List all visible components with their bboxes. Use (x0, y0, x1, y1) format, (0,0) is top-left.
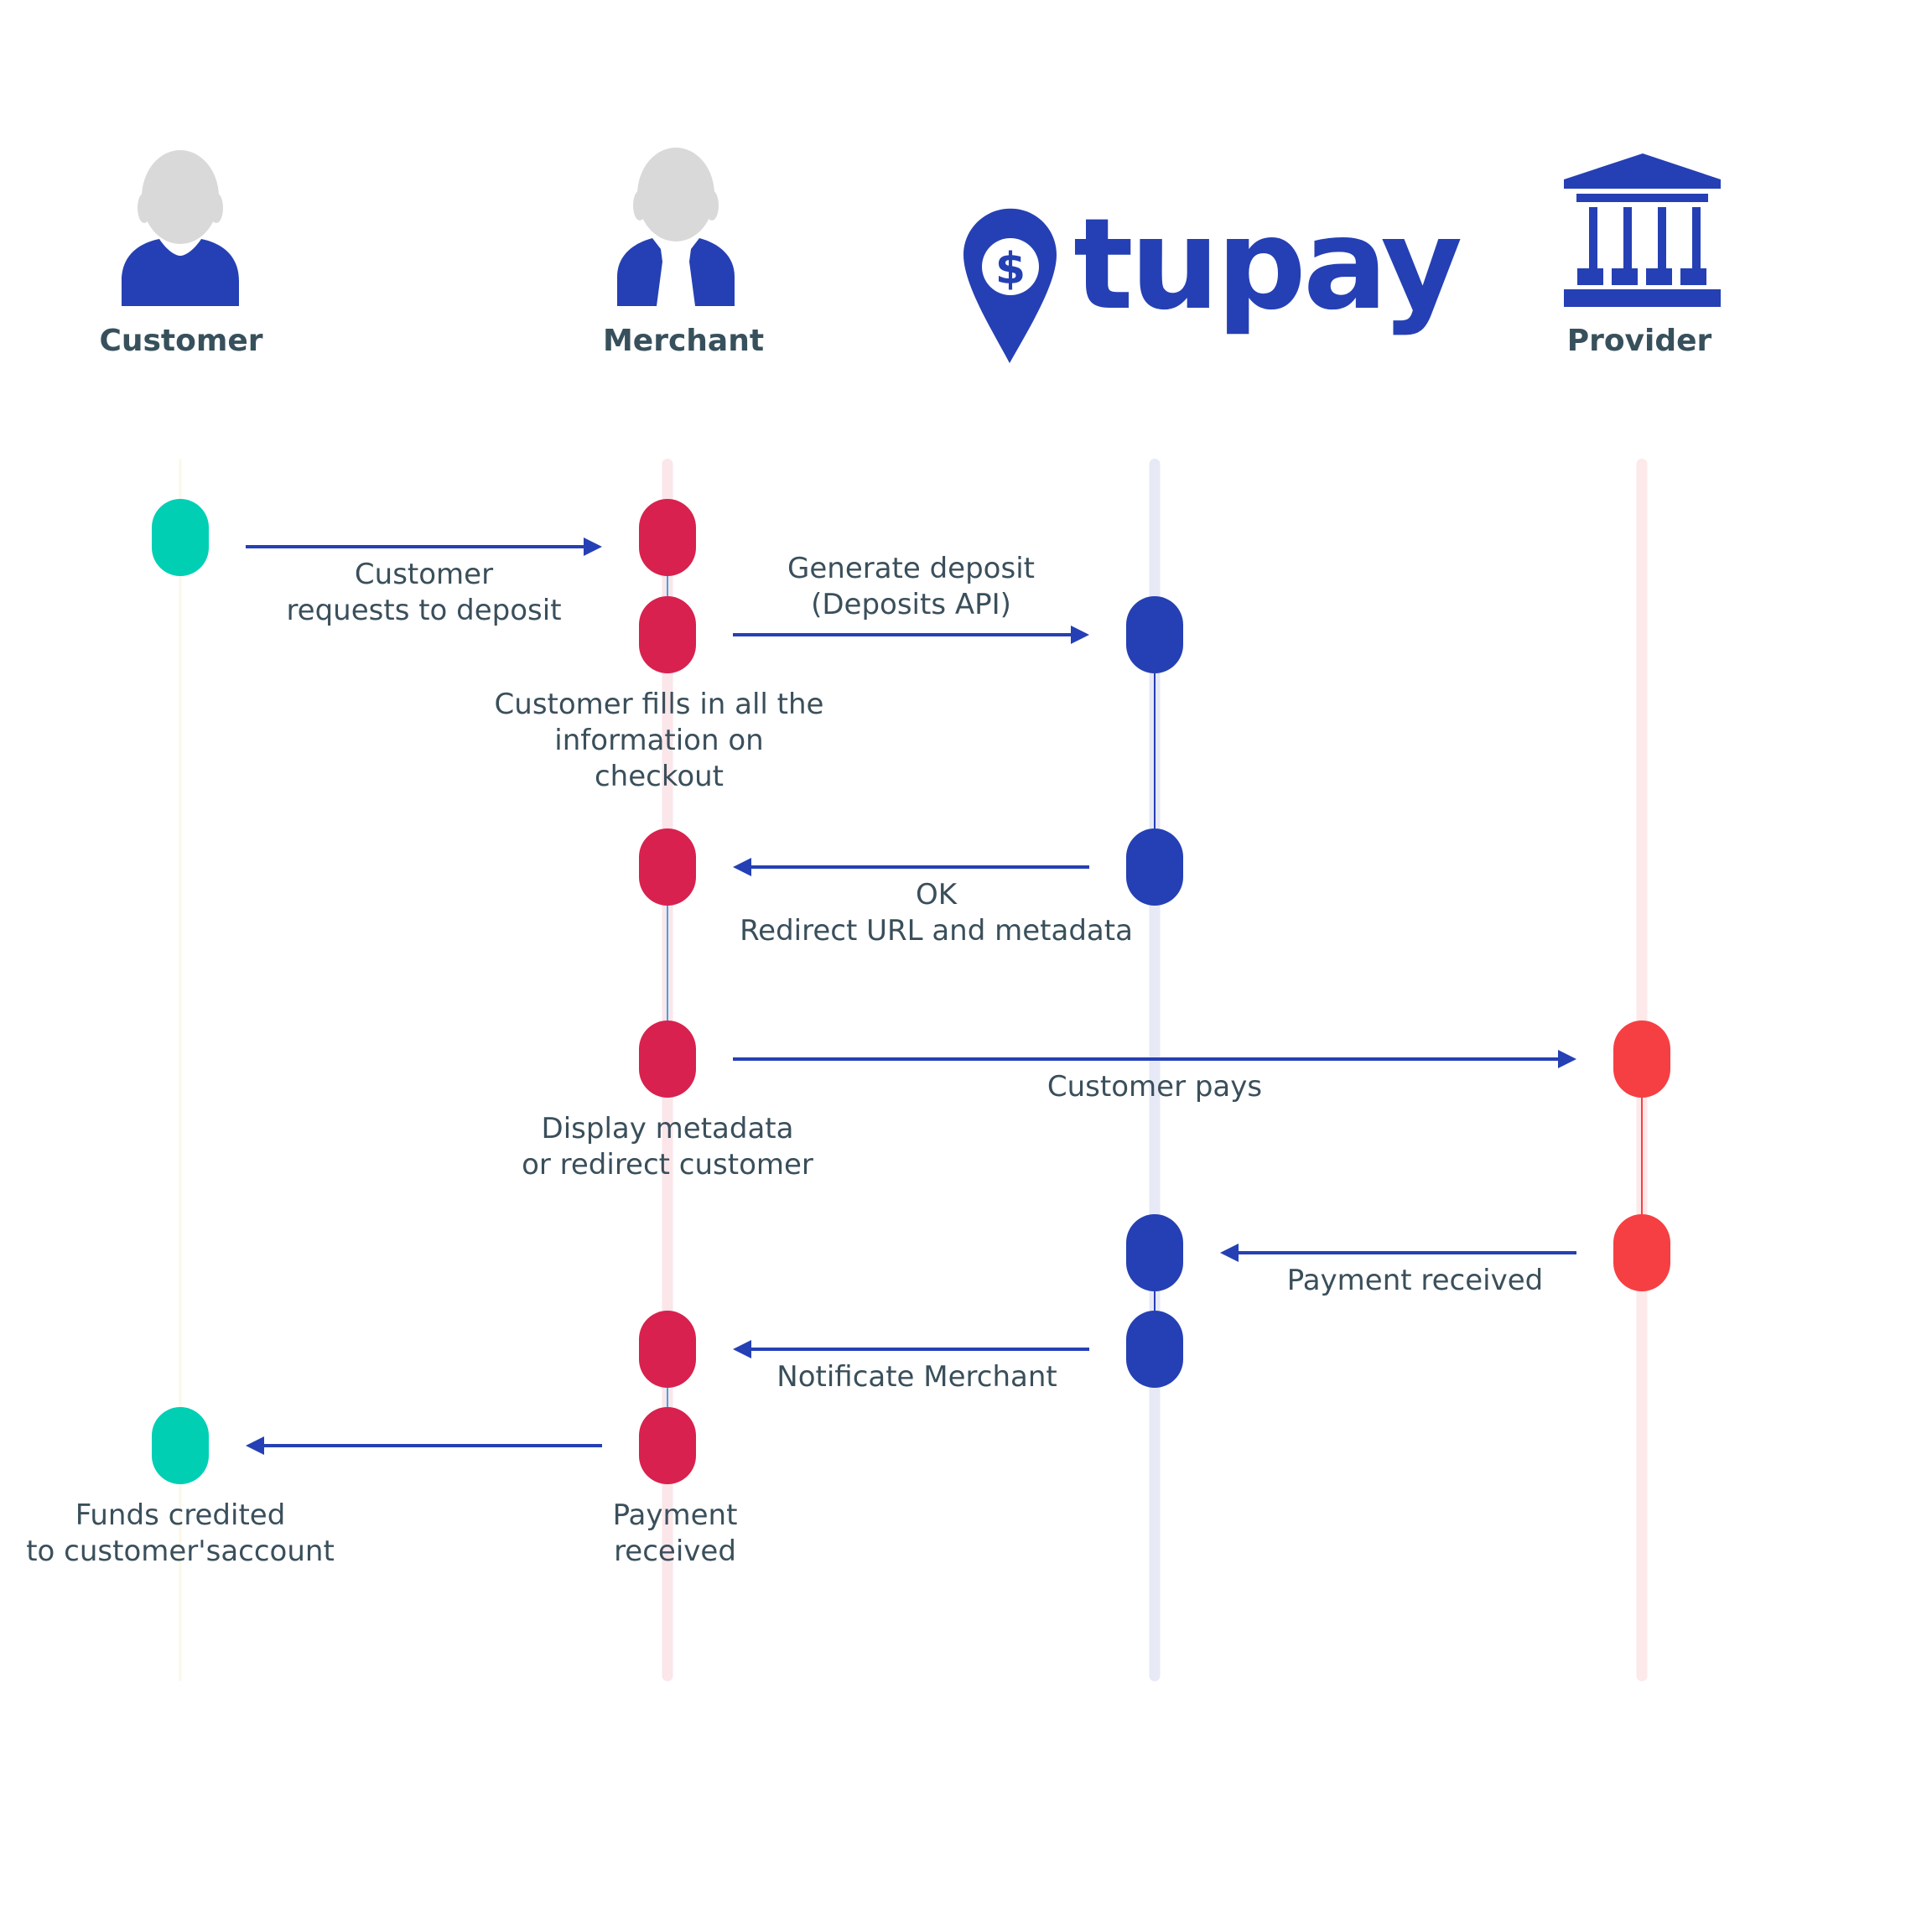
message-label-line: OK (916, 878, 958, 911)
tupay-wordmark: tupay (1073, 192, 1461, 338)
messages (246, 538, 1576, 1455)
activation-nodes (152, 499, 1670, 1484)
merchant-header: Merchant (603, 148, 764, 358)
note-label-line: Payment (613, 1498, 738, 1532)
arrowhead-icon (733, 858, 751, 876)
activation-node-customer (152, 1407, 209, 1484)
message-label-line: Generate deposit (787, 552, 1035, 585)
activation-node-merchant (639, 499, 696, 576)
activation-node-customer (152, 499, 209, 576)
person-icon (122, 150, 239, 306)
activation-node-provider (1613, 1021, 1670, 1098)
customer-header: Customer (99, 150, 263, 358)
activation-node-tupay (1126, 596, 1183, 673)
arrowhead-icon (1071, 626, 1089, 644)
bank-building-icon (1564, 153, 1721, 307)
activation-node-merchant (639, 596, 696, 673)
message-label-line: requests to deposit (286, 594, 561, 627)
note-label-line: received (614, 1535, 736, 1568)
activation-node-merchant (639, 1407, 696, 1484)
note-label-line: or redirect customer (522, 1148, 813, 1182)
message-label: Payment received (1287, 1264, 1544, 1297)
activation-node-tupay (1126, 828, 1183, 906)
provider-label: Provider (1567, 324, 1712, 358)
dollar-sign-icon: $ (995, 244, 1026, 294)
merchant-label: Merchant (603, 324, 764, 358)
message-label-line: (Deposits API) (811, 588, 1011, 621)
activation-node-tupay (1126, 1311, 1183, 1388)
message-label: Notificate Merchant (776, 1360, 1057, 1394)
businessman-icon (617, 148, 735, 306)
activation-node-merchant (639, 1021, 696, 1098)
message-label-line: Customer (355, 558, 493, 591)
tupay-logo: $ tupay (963, 192, 1464, 364)
note-label-line: checkout (595, 760, 724, 793)
note-label-line: Funds credited (75, 1498, 286, 1532)
arrowhead-icon (584, 538, 602, 556)
message-label-line: Payment received (1287, 1264, 1544, 1297)
arrowhead-icon (1558, 1050, 1576, 1068)
note-label-line: Customer fills in all the (495, 688, 824, 721)
arrowhead-icon (246, 1436, 264, 1455)
customer-label: Customer (99, 324, 262, 358)
message-label: Customer pays (1047, 1070, 1262, 1104)
arrowhead-icon (733, 1340, 751, 1358)
provider-header: Provider (1564, 153, 1721, 358)
message-label-line: Notificate Merchant (776, 1360, 1057, 1394)
arrowhead-icon (1220, 1244, 1239, 1262)
activation-node-merchant (639, 828, 696, 906)
message-label: Generate deposit(Deposits API) (787, 552, 1035, 621)
lifeline-customer (179, 459, 182, 1681)
message-label-line: Customer pays (1047, 1070, 1262, 1104)
note-label-line: information on (554, 724, 763, 757)
activation-node-tupay (1126, 1214, 1183, 1291)
note-label-line: to customer'saccount (26, 1535, 335, 1568)
message-label-line: Redirect URL and metadata (740, 914, 1133, 948)
activation-node-provider (1613, 1214, 1670, 1291)
activation-node-merchant (639, 1311, 696, 1388)
lifelines (179, 459, 1648, 1681)
note-label-line: Display metadata (542, 1112, 794, 1145)
